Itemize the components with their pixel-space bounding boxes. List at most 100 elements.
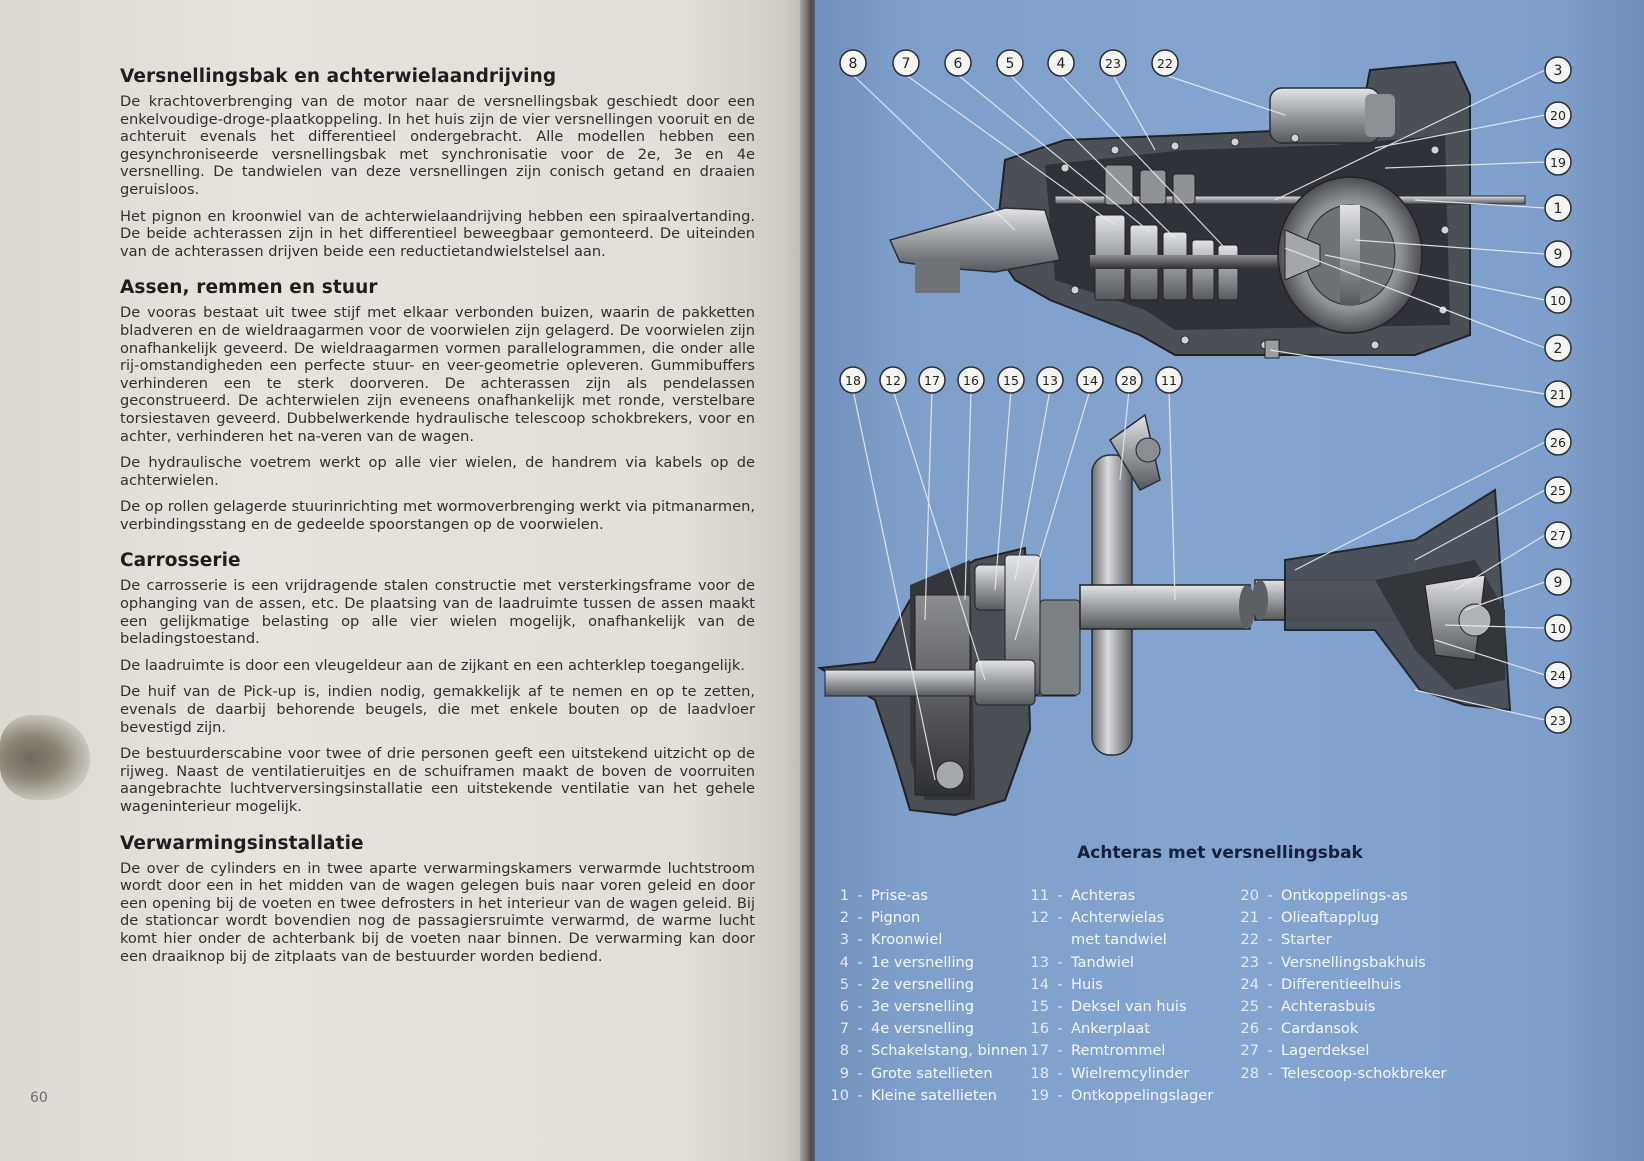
callout-number: 28	[1121, 373, 1137, 388]
legend-number: 17	[1030, 1042, 1049, 1060]
callout-number: 7	[902, 56, 911, 72]
legend-number: 21	[1240, 909, 1259, 927]
callout-10: 10	[1544, 614, 1572, 642]
callout-number: 15	[1003, 373, 1019, 388]
legend-label: Telescoop-schokbreker	[1281, 1064, 1447, 1082]
legend-label: 4e versnelling	[871, 1020, 975, 1038]
legend-separator: -	[857, 1086, 863, 1104]
legend-number: 25	[1240, 997, 1259, 1015]
legend-item: 5-2e versnelling	[815, 974, 1028, 996]
legend-number: 12	[1030, 909, 1049, 927]
legend-number: 18	[1030, 1064, 1049, 1082]
legend-label: Tandwiel	[1071, 953, 1134, 971]
legend-separator: -	[857, 975, 863, 993]
legend-label: Versnellingsbakhuis	[1281, 953, 1426, 971]
legend-item: 12-Achterwielas	[1015, 907, 1213, 929]
callout-circle	[839, 366, 867, 394]
callout-number: 25	[1550, 483, 1566, 498]
legend-label: Cardansok	[1281, 1020, 1359, 1038]
callout-circle	[892, 49, 920, 77]
section-body: Carrosserie De carrosserie is een vrijdr…	[120, 550, 755, 815]
paragraph: De carrosserie is een vrijdragende stale…	[120, 577, 755, 648]
callout-19: 19	[1544, 148, 1572, 176]
callout-4: 4	[1047, 49, 1075, 77]
paragraph: De huif van de Pick-up is, indien nodig,…	[120, 683, 755, 736]
section-heading: Assen, remmen en stuur	[120, 277, 378, 299]
left-page: Versnellingsbak en achterwielaandrijving…	[0, 0, 808, 1161]
callout-number: 8	[849, 56, 858, 72]
callout-number: 24	[1550, 668, 1566, 683]
legend-separator: -	[857, 953, 863, 971]
legend-label: Ankerplaat	[1071, 1020, 1151, 1038]
legend-item: 10-Kleine satellieten	[815, 1085, 1028, 1107]
callout-13: 13	[1036, 366, 1064, 394]
legend-label: Achterwielas	[1071, 909, 1165, 927]
legend-separator: -	[1267, 1020, 1273, 1038]
callout-circle	[1036, 366, 1064, 394]
legend-number: 8	[839, 1042, 849, 1060]
legend-number: 27	[1240, 1042, 1259, 1060]
legend-number: 23	[1240, 953, 1259, 971]
legend-item: 3-Kroonwiel	[815, 929, 1028, 951]
callout-16: 16	[957, 366, 985, 394]
section-heating: Verwarmingsinstallatie De over de cylind…	[120, 833, 755, 966]
legend-label: Achterasbuis	[1281, 997, 1376, 1015]
callout-number: 19	[1550, 155, 1566, 170]
legend-separator: -	[857, 887, 863, 904]
legend-item: 13-Tandwiel	[1015, 952, 1213, 974]
legend-number: 1	[839, 887, 849, 904]
legend-number: 13	[1030, 953, 1049, 971]
legend-label: Differentieelhuis	[1281, 975, 1402, 993]
legend-number: 16	[1030, 1020, 1049, 1038]
legend-item: 7-4e versnelling	[815, 1018, 1028, 1040]
callout-circle	[1544, 194, 1572, 222]
legend-label: Huis	[1071, 975, 1103, 993]
legend-number: 15	[1030, 997, 1049, 1015]
callout-circle	[839, 49, 867, 77]
callout-27: 27	[1544, 521, 1572, 549]
legend-label: Pignon	[871, 909, 921, 927]
callout-circle	[1115, 366, 1143, 394]
callout-1: 1	[1544, 194, 1572, 222]
callout-number: 11	[1161, 373, 1177, 388]
callout-circle	[997, 366, 1025, 394]
callout-number: 6	[954, 56, 963, 72]
callout-number: 9	[1554, 247, 1563, 263]
text-column: Versnellingsbak en achterwielaandrijving…	[120, 66, 755, 974]
legend-item: 6-3e versnelling	[815, 996, 1028, 1018]
paragraph: De vooras bestaat uit twee stijf met elk…	[120, 304, 755, 445]
legend-item: 2-Pignon	[815, 907, 1028, 929]
legend-label: 1e versnelling	[871, 953, 975, 971]
legend-separator: -	[857, 997, 863, 1015]
legend-item: 4-1e versnelling	[815, 952, 1028, 974]
callout-circle	[1544, 614, 1572, 642]
callout-23: 23	[1544, 706, 1572, 734]
callout-28: 28	[1115, 366, 1143, 394]
legend-item: 8-Schakelstang, binnen	[815, 1040, 1028, 1062]
legend-number: 28	[1240, 1064, 1259, 1082]
legend-number: 22	[1240, 931, 1259, 949]
callout-17: 17	[918, 366, 946, 394]
legend-label: Remtrommel	[1071, 1042, 1166, 1060]
callout-number: 20	[1550, 108, 1566, 123]
legend-item: 27-Lagerdeksel	[1225, 1040, 1447, 1062]
legend-label: Kroonwiel	[871, 931, 943, 949]
legend-separator: -	[1057, 887, 1063, 904]
legend-item: 28-Telescoop-schokbreker	[1225, 1063, 1447, 1085]
legend-label: Ontkoppelings-as	[1281, 887, 1408, 904]
rear-axle-cutaway	[816, 413, 1512, 817]
page-stain	[0, 715, 90, 800]
callout-9: 9	[1544, 240, 1572, 268]
callout-15: 15	[997, 366, 1025, 394]
legend-number: 26	[1240, 1020, 1259, 1038]
legend-separator: -	[1057, 997, 1063, 1015]
paragraph: De krachtoverbrenging van de motor naar …	[120, 93, 755, 198]
callout-circle	[1047, 49, 1075, 77]
legend-separator: -	[1057, 1020, 1063, 1038]
